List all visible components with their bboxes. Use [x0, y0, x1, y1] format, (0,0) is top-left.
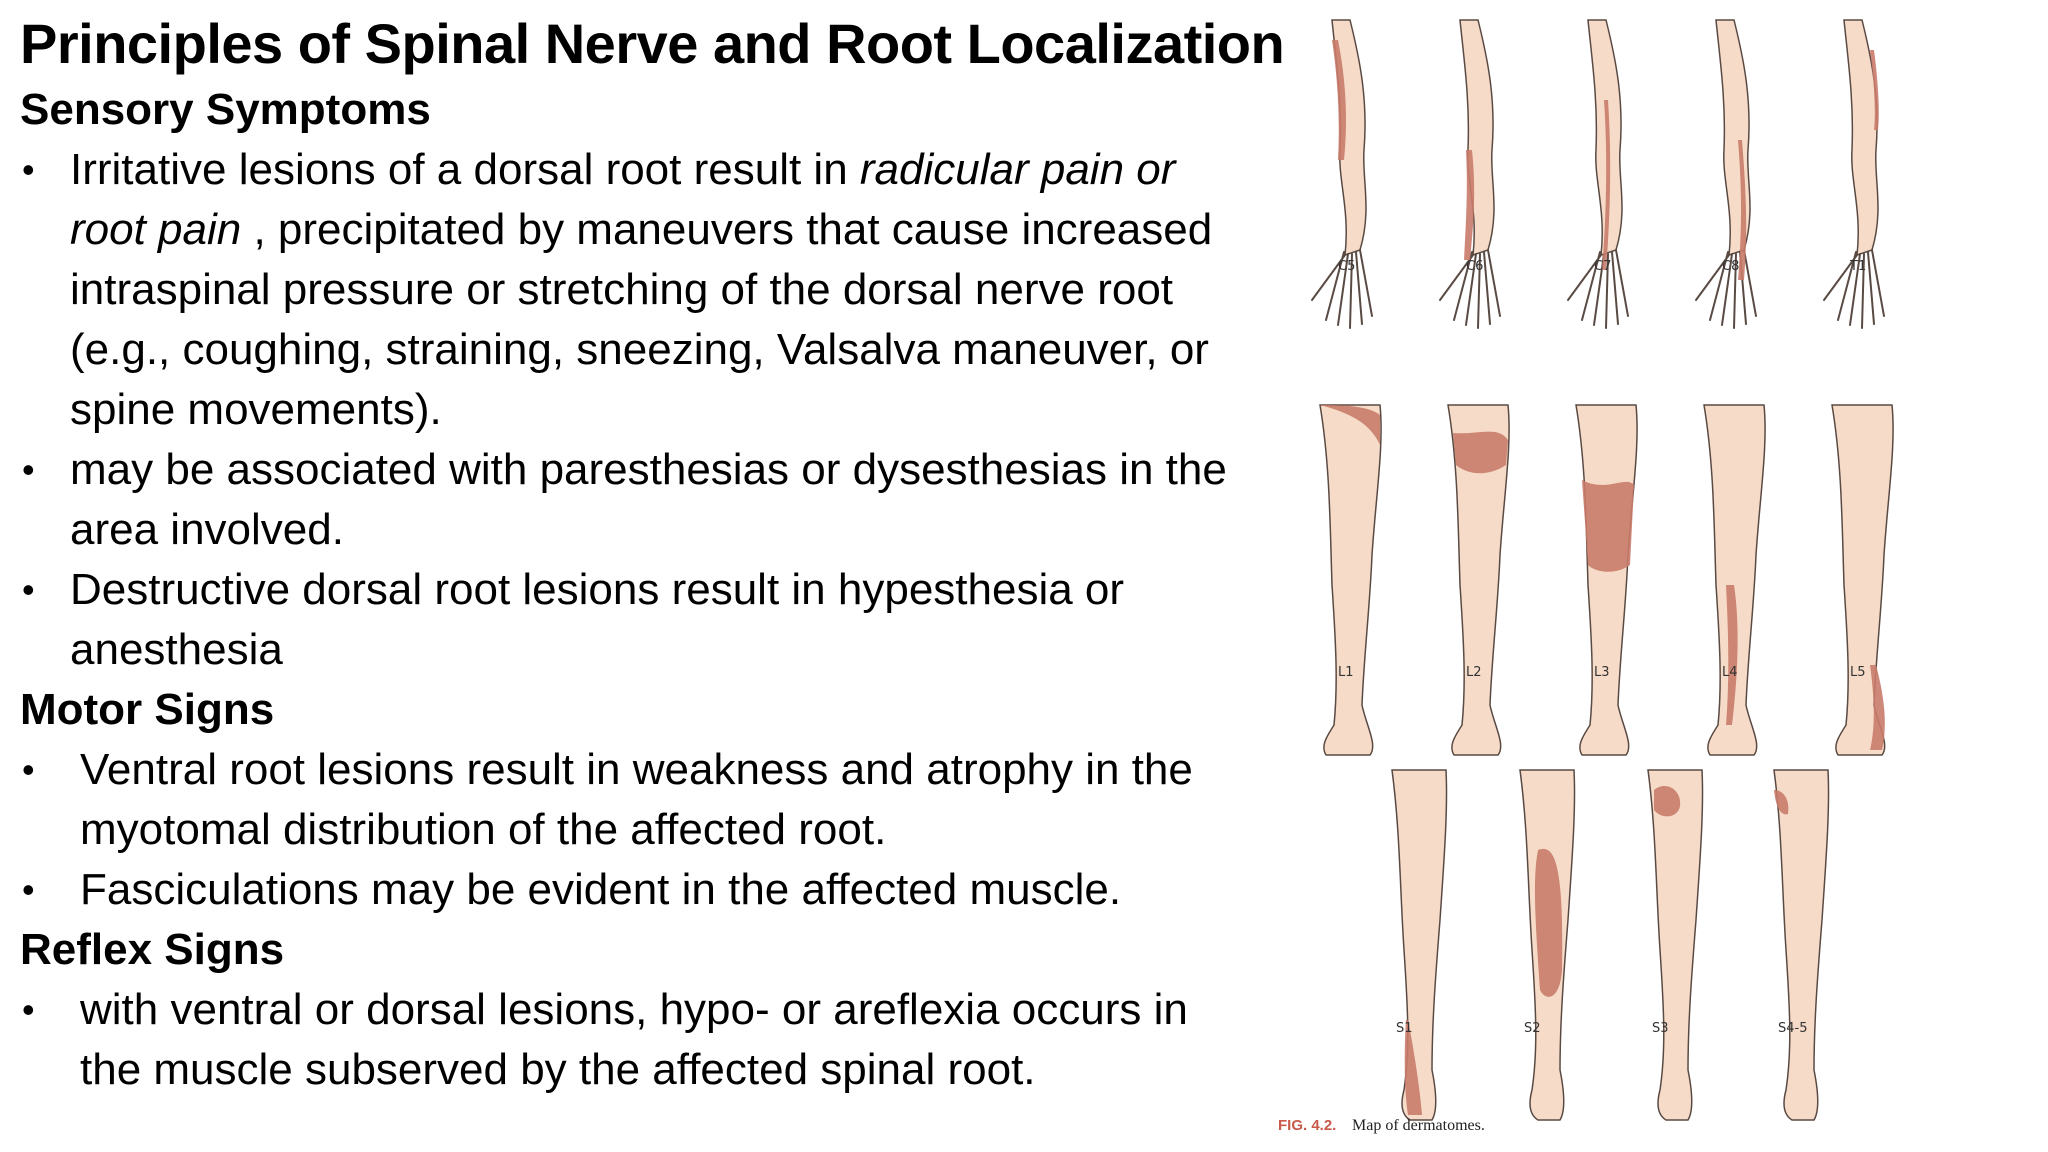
- reflex-bullet-1-line-2: the muscle subserved by the affected spi…: [80, 1045, 1036, 1094]
- reflex-bullet-1-line-1: with ventral or dorsal lesions, hypo- or…: [80, 985, 1188, 1034]
- dermatome-label-l3: L3: [1594, 665, 1610, 680]
- dermatome-label-c7: C7: [1594, 259, 1611, 274]
- sensory-bullet-1-line-2: root pain , precipitated by maneuvers th…: [70, 205, 1213, 254]
- leg-front-illustration-l4: [1703, 404, 1766, 756]
- bullet-marker: •: [22, 149, 35, 190]
- arm-illustration-c5: [1311, 19, 1373, 329]
- arm-illustration-c7: [1567, 19, 1629, 329]
- sensory-symptoms-heading: Sensory Symptoms: [20, 85, 431, 134]
- dermatome-label-l4: L4: [1722, 665, 1738, 680]
- dermatome-region: [1404, 1020, 1422, 1115]
- dermatome-region: [1320, 405, 1380, 445]
- leg-front-illustration-l1: [1319, 404, 1382, 756]
- leg-back-illustration-s3: [1647, 769, 1704, 1121]
- dermatome-label-s2: S2: [1524, 1021, 1541, 1036]
- dermatome-label-t1: T1: [1849, 259, 1866, 274]
- dermatome-label-l5: L5: [1850, 665, 1866, 680]
- dermatome-label-l1: L1: [1338, 665, 1354, 680]
- dermatome-region: [1654, 785, 1681, 817]
- bullet-marker: •: [22, 989, 35, 1030]
- dermatome-label-s3: S3: [1652, 1021, 1669, 1036]
- leg-back-illustration-s1: [1391, 769, 1448, 1121]
- motor-bullet-1-line-1: Ventral root lesions result in weakness …: [80, 745, 1193, 794]
- reflex-signs-heading: Reflex Signs: [20, 925, 285, 974]
- dermatome-label-c8: C8: [1722, 259, 1739, 274]
- bullet-marker: •: [22, 869, 35, 910]
- dermatome-label-l2: L2: [1466, 665, 1482, 680]
- sensory-bullet-3-line-1: Destructive dorsal root lesions result i…: [70, 565, 1125, 614]
- motor-signs-heading: Motor Signs: [20, 685, 275, 734]
- sensory-bullet-1-line-3: intraspinal pressure or stretching of th…: [70, 265, 1174, 314]
- dermatome-region: [1774, 790, 1789, 815]
- dermatome-label-c6: C6: [1466, 259, 1483, 274]
- arm-illustration-c6: [1439, 19, 1501, 329]
- sensory-bullet-1-line-4: (e.g., coughing, straining, sneezing, Va…: [70, 325, 1209, 374]
- dermatome-band: [1602, 100, 1611, 270]
- dermatome-band: [1738, 140, 1747, 280]
- sensory-bullet-2-line-2: area involved.: [70, 505, 344, 554]
- leg-front-illustration-l5: [1831, 404, 1894, 756]
- sensory-bullet-1-line-5: spine movements).: [70, 385, 442, 434]
- dermatome-label-c5: C5: [1338, 259, 1355, 274]
- motor-bullet-1-line-2: myotomal distribution of the affected ro…: [80, 805, 887, 854]
- dermatome-label-s1: S1: [1396, 1021, 1413, 1036]
- dermatome-region: [1726, 585, 1738, 725]
- dermatome-label-s45: S4-5: [1778, 1021, 1808, 1036]
- figure-number: FIG. 4.2.: [1278, 1117, 1336, 1134]
- arm-illustration-c8: [1695, 19, 1757, 329]
- dermatome-band: [1870, 50, 1879, 130]
- dermatome-band: [1464, 150, 1475, 260]
- figure-caption: Map of dermatomes.: [1352, 1117, 1485, 1134]
- dermatome-region: [1582, 480, 1634, 572]
- sensory-bullet-2-line-1: may be associated with paresthesias or d…: [70, 445, 1227, 494]
- dermatome-region: [1534, 848, 1563, 997]
- sensory-bullet-1-line-1: Irritative lesions of a dorsal root resu…: [70, 145, 1176, 194]
- leg-front-illustration-l2: [1447, 404, 1510, 756]
- bullet-marker: •: [22, 749, 35, 790]
- dermatome-region: [1870, 665, 1885, 750]
- leg-back-illustration-s45: [1773, 769, 1830, 1121]
- motor-bullet-2-line-1: Fasciculations may be evident in the aff…: [80, 865, 1122, 914]
- sensory-bullet-3-line-2: anesthesia: [70, 625, 283, 674]
- slide-title: Principles of Spinal Nerve and Root Loca…: [20, 12, 1285, 75]
- arm-illustration-t1: [1823, 19, 1885, 329]
- bullet-marker: •: [22, 569, 35, 610]
- dermatome-band: [1332, 40, 1346, 160]
- leg-front-illustration-l3: [1575, 404, 1638, 756]
- dermatome-region: [1453, 431, 1508, 474]
- bullet-marker: •: [22, 449, 35, 490]
- leg-back-illustration-s2: [1519, 769, 1576, 1121]
